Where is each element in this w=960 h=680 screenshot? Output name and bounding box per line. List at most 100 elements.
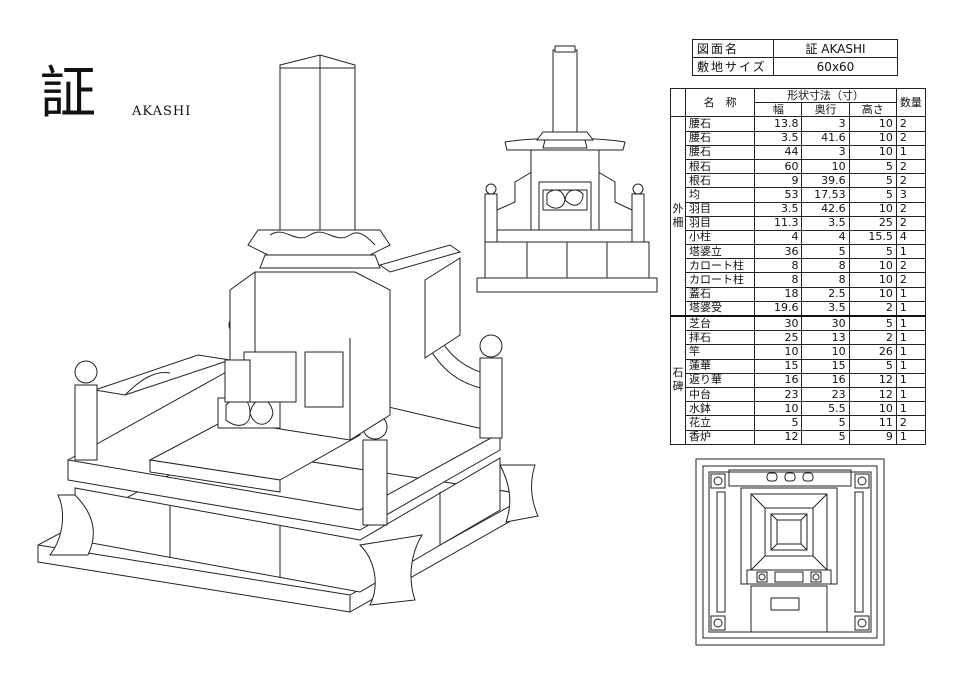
height-cell: 5 [848,187,897,203]
front-elevation-drawing [475,42,665,297]
qty-cell: 1 [895,386,927,403]
width-header: 幅 [754,102,803,118]
width-cell: 23 [754,386,803,403]
part-name-cell: 中台 [685,386,756,403]
depth-cell: 13 [801,330,850,346]
plan-view-drawing [695,458,885,646]
part-name-cell: カロート柱 [685,272,756,288]
width-cell: 10 [754,401,803,417]
part-name-cell: 根石 [685,158,756,175]
qty-cell: 1 [895,401,927,417]
name-header: 名 称 [685,87,756,118]
width-cell: 8 [754,258,803,274]
depth-header: 奥行 [801,102,850,118]
height-cell: 11 [848,415,897,431]
qty-cell: 2 [895,201,927,217]
depth-cell: 3 [801,144,850,160]
part-name-cell: 蓮華 [685,358,756,374]
qty-cell: 1 [895,429,927,445]
part-name-cell: 花立 [685,415,756,431]
height-cell: 26 [848,344,897,360]
width-cell: 19.6 [754,300,803,317]
qty-cell: 4 [895,229,927,246]
width-cell: 60 [754,158,803,175]
height-cell: 10 [848,116,897,132]
width-cell: 25 [754,330,803,346]
part-name-cell: 塔婆受 [685,300,756,317]
part-name-cell: 均 [685,187,756,203]
depth-cell: 8 [801,272,850,288]
depth-cell: 5 [801,415,850,431]
qty-cell: 2 [895,415,927,431]
part-name-cell: 小柱 [685,229,756,246]
perspective-drawing [30,40,550,650]
part-name-cell: 根石 [685,173,756,189]
width-cell: 3.5 [754,201,803,217]
dimension-group-header: 形状寸法（寸） [754,87,897,104]
qty-cell: 2 [895,158,927,175]
depth-cell: 5 [801,429,850,445]
depth-cell: 3.5 [801,300,850,317]
depth-cell: 5 [801,244,850,260]
part-name-cell: 羽目 [685,201,756,217]
depth-cell: 39.6 [801,173,850,189]
part-name-cell: 水鉢 [685,401,756,417]
height-cell: 25 [848,215,897,231]
qty-cell: 1 [895,286,927,302]
depth-cell: 23 [801,386,850,403]
width-cell: 9 [754,173,803,189]
qty-cell: 1 [895,372,927,388]
part-name-cell: 腰石 [685,130,756,146]
width-cell: 4 [754,229,803,246]
width-cell: 10 [754,344,803,360]
part-name-cell: 芝台 [685,315,756,332]
width-cell: 3.5 [754,130,803,146]
group-column-header [669,87,687,118]
height-cell: 10 [848,201,897,217]
height-cell: 15.5 [848,229,897,246]
depth-cell: 42.6 [801,201,850,217]
depth-cell: 3.5 [801,215,850,231]
height-cell: 5 [848,173,897,189]
qty-cell: 3 [895,187,927,203]
qty-cell: 2 [895,173,927,189]
width-cell: 30 [754,315,803,332]
depth-cell: 15 [801,358,850,374]
qty-cell: 2 [895,258,927,274]
height-cell: 10 [848,286,897,302]
height-cell: 5 [848,158,897,175]
width-cell: 53 [754,187,803,203]
depth-cell: 2.5 [801,286,850,302]
width-cell: 16 [754,372,803,388]
depth-cell: 3 [801,116,850,132]
height-cell: 12 [848,372,897,388]
qty-cell: 1 [895,358,927,374]
qty-cell: 1 [895,244,927,260]
part-name-cell: 蓋石 [685,286,756,302]
height-cell: 12 [848,386,897,403]
qty-cell: 1 [895,330,927,346]
product-title-kanji: 証 [40,61,96,126]
height-cell: 10 [848,272,897,288]
qty-cell: 2 [895,272,927,288]
qty-cell: 1 [895,344,927,360]
width-cell: 15 [754,358,803,374]
width-cell: 5 [754,415,803,431]
depth-cell: 30 [801,315,850,332]
